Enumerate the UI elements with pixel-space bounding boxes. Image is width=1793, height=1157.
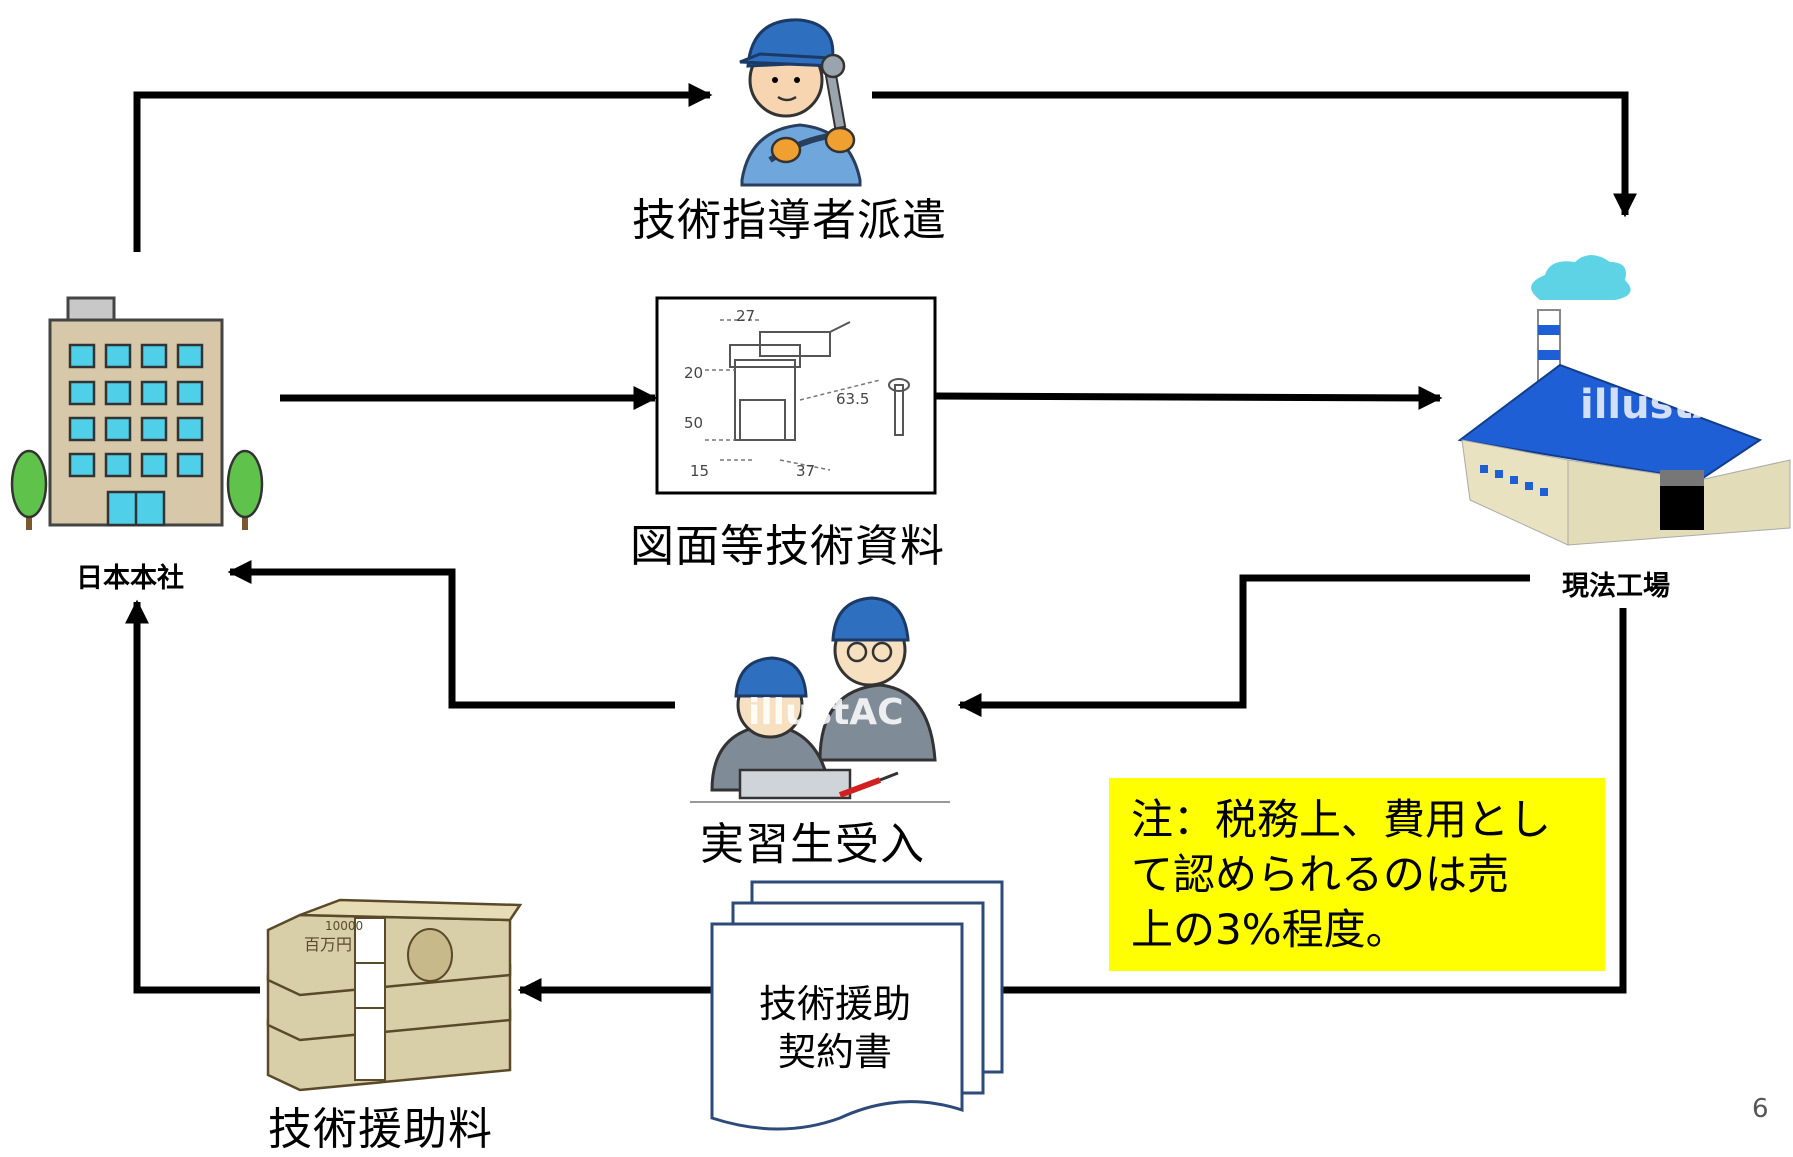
dim-63-5: 63.5 xyxy=(836,390,869,408)
money-band-label: 百万円 xyxy=(304,935,352,954)
money-stack-icon: 百万円 10000 xyxy=(266,898,523,1092)
tree-icon xyxy=(226,449,264,530)
arrow-hq-to-dispatch xyxy=(133,83,713,252)
dim-15: 15 xyxy=(690,462,709,480)
watermark: illustAC xyxy=(748,692,904,733)
dispatch-label: 技術指導者派遣 xyxy=(632,195,947,246)
office-building-icon xyxy=(48,296,224,527)
note-line3: 上の3%程度。 xyxy=(1131,905,1408,954)
dim-37: 37 xyxy=(796,462,815,480)
contract-document-icon xyxy=(710,880,1004,1131)
arrow-documents-to-factory xyxy=(934,385,1443,410)
trainees-icon xyxy=(690,596,950,803)
fee-label: 技術援助料 xyxy=(268,1104,493,1155)
note-box: 注：税務上、費用とし て認められるのは売 上の3%程度。 xyxy=(1109,778,1605,971)
contract-label: 技術援助 契約書 xyxy=(730,980,940,1076)
arrow-factory-to-trainees xyxy=(957,574,1530,717)
factory-label: 現法工場 xyxy=(1562,571,1670,602)
hq-label: 日本本社 xyxy=(76,563,184,594)
contract-label-line1: 技術援助 xyxy=(758,982,911,1026)
contract-label-line2: 契約書 xyxy=(777,1030,892,1074)
technical-drawing-icon: 27 20 63.5 50 15 37 xyxy=(655,296,937,495)
money-note-value: 10000 xyxy=(325,919,363,933)
arrow-trainees-to-hq xyxy=(227,560,675,709)
note-line2: て認められるのは売 xyxy=(1131,850,1510,899)
dim-20: 20 xyxy=(684,364,703,382)
page-number: 6 xyxy=(1752,1094,1769,1124)
documents-label: 図面等技術資料 xyxy=(630,521,945,572)
arrow-dispatch-to-factory xyxy=(872,91,1637,218)
factory-icon xyxy=(1457,255,1791,546)
dim-27: 27 xyxy=(736,307,755,325)
arrow-fee-to-hq xyxy=(125,599,260,994)
tree-icon xyxy=(10,449,48,530)
trainees-label: 実習生受入 xyxy=(700,819,925,870)
arrow-factory-to-fee xyxy=(517,608,1627,1002)
note-line1: 注：税務上、費用とし xyxy=(1131,795,1552,844)
watermark: illustAC xyxy=(1580,382,1753,428)
dim-50: 50 xyxy=(684,414,703,432)
engineer-with-wrench-icon xyxy=(739,18,862,187)
